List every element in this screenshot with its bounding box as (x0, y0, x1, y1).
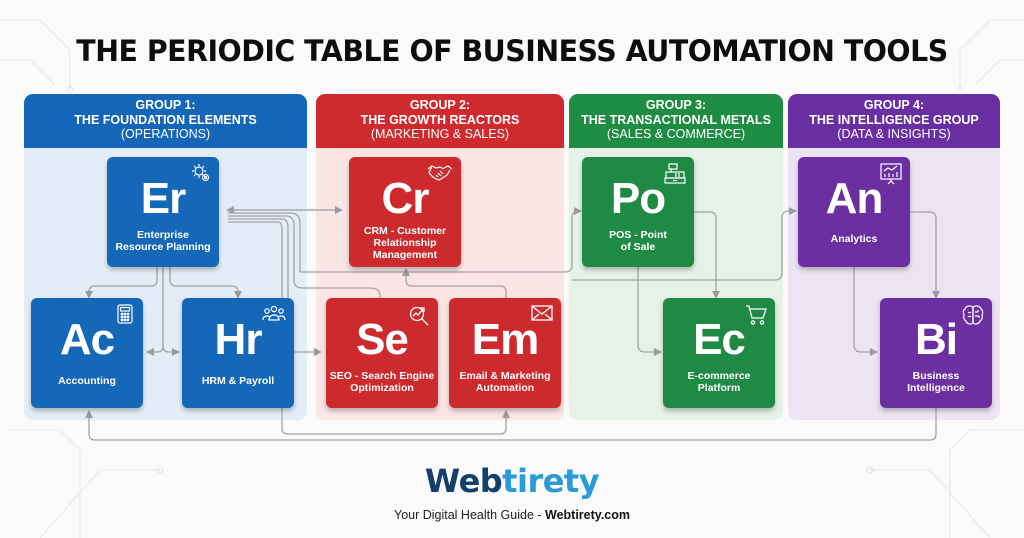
element-symbol: Cr (381, 174, 430, 223)
group-number: GROUP 4: (863, 98, 925, 112)
tagline-text: Your Digital Health Guide - (394, 508, 546, 522)
group-number: GROUP 2: (409, 98, 471, 112)
group-name: THE INTELLIGENCE GROUP (809, 112, 979, 127)
element-tile-ac[interactable]: Ac Accounting (31, 298, 143, 408)
element-name: HRM & Payroll (201, 375, 275, 387)
group-header: GROUP 1: THE FOUNDATION ELEMENTS (OPERAT… (24, 94, 307, 148)
group-header: GROUP 4: THE INTELLIGENCE GROUP (DATA & … (788, 94, 1000, 148)
shopping-cart-icon (746, 305, 767, 325)
brand-logo[interactable]: Webtirety (0, 462, 1024, 500)
element-name: POS - Point of Sale (609, 229, 667, 253)
element-name: Analytics (830, 233, 878, 245)
element-symbol: Ac (59, 315, 115, 364)
cash-register-icon (664, 163, 686, 184)
handshake-icon (427, 165, 453, 181)
group-header: GROUP 3: THE TRANSACTIONAL METALS (SALES… (569, 94, 783, 148)
gears-icon (192, 164, 210, 182)
group-category: (OPERATIONS) (120, 127, 211, 141)
element-name: Accounting (58, 375, 116, 387)
element-tile-cr[interactable]: Cr CRM - Customer Relationship Managemen… (349, 157, 461, 267)
element-symbol: Hr (214, 315, 263, 364)
element-name: Business Intelligence (907, 370, 965, 394)
element-symbol: Se (356, 315, 409, 364)
group-number: GROUP 1: (135, 98, 196, 112)
group-category: (SALES & COMMERCE) (606, 127, 746, 141)
element-tile-po[interactable]: Po POS - Point of Sale (582, 157, 694, 267)
envelope-icon (531, 305, 553, 321)
group-name: THE GROWTH REACTORS (360, 112, 520, 127)
logo-part-light: tirety (502, 462, 600, 500)
tagline-site-link[interactable]: Webtirety.com (545, 508, 630, 522)
group-number: GROUP 3: (645, 98, 707, 112)
element-tile-em[interactable]: Em Email & Marketing Automation (449, 298, 561, 408)
element-tile-ec[interactable]: Ec E-commerce Platform (663, 298, 775, 408)
element-symbol: Em (471, 315, 539, 364)
element-name: Enterprise Resource Planning (115, 229, 211, 253)
calculator-icon (117, 304, 133, 324)
page-title: THE PERIODIC TABLE OF BUSINESS AUTOMATIO… (76, 34, 948, 68)
element-name: SEO - Search Engine Optimization (329, 370, 435, 394)
element-name: CRM - Customer Relationship Management (363, 225, 447, 261)
group-category: (DATA & INSIGHTS) (837, 127, 951, 141)
element-symbol: Ec (693, 315, 746, 364)
element-symbol: Po (610, 174, 666, 223)
group-name: THE TRANSACTIONAL METALS (581, 112, 771, 127)
element-tile-an[interactable]: An Analytics (798, 157, 910, 267)
element-tile-hr[interactable]: Hr HRM & Payroll (182, 298, 294, 408)
element-name: Email & Marketing Automation (459, 370, 551, 394)
tagline: Your Digital Health Guide - Webtirety.co… (0, 508, 1024, 522)
brain-icon (962, 305, 984, 325)
element-symbol: Bi (915, 315, 958, 364)
element-tile-bi[interactable]: Bi Business Intelligence (880, 298, 992, 408)
presentation-chart-icon (880, 163, 902, 185)
element-symbol: Er (140, 174, 186, 223)
group-name: THE FOUNDATION ELEMENTS (74, 112, 257, 127)
logo-part-dark: Web (424, 462, 503, 500)
element-tile-er[interactable]: Er Enterprise Resource Planning (107, 157, 219, 267)
group-header: GROUP 2: THE GROWTH REACTORS (MARKETING … (316, 94, 564, 148)
element-symbol: An (825, 174, 884, 223)
group-category: (MARKETING & SALES) (370, 127, 510, 141)
element-name: E-commerce Platform (687, 370, 751, 394)
element-tile-se[interactable]: Se SEO - Search Engine Optimization (326, 298, 438, 408)
